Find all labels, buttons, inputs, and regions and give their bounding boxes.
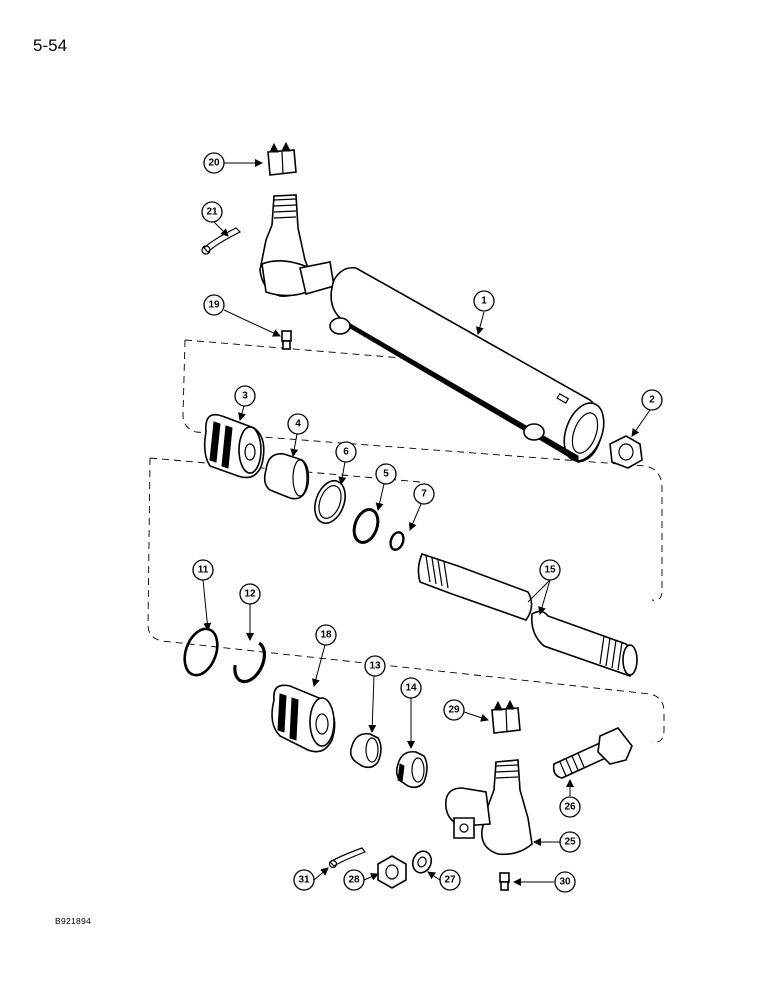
cotter-pin-lower: [328, 847, 366, 869]
page-number: 5-54: [33, 36, 68, 55]
svg-text:2: 2: [649, 395, 655, 406]
piston: [203, 413, 265, 479]
callout-26: 26: [559, 796, 581, 818]
callout-leaders: [202, 159, 651, 886]
bearing-ring: [263, 453, 310, 500]
tie-rod-end-lower: [445, 759, 533, 856]
svg-text:27: 27: [444, 875, 456, 886]
callout-19: 19: [203, 294, 225, 316]
wear-ring: [314, 479, 346, 525]
callout-15: 15: [539, 559, 561, 581]
callout-21: 21: [201, 201, 223, 223]
wiper-14: [395, 750, 428, 789]
svg-text:14: 14: [405, 683, 417, 694]
svg-text:4: 4: [295, 419, 301, 430]
grease-fitting-upper: [281, 330, 292, 350]
callout-5: 5: [375, 463, 397, 485]
castle-nut-lower: [491, 699, 521, 734]
retaining-ring-12: [233, 641, 266, 684]
castle-nut-top: [267, 141, 297, 176]
svg-text:30: 30: [559, 877, 571, 888]
hex-nut: [609, 435, 643, 469]
o-ring-7: [389, 531, 405, 551]
callout-12: 12: [239, 583, 261, 605]
svg-text:20: 20: [208, 158, 220, 169]
cylinder-tube: [329, 266, 605, 463]
cotter-pin-upper: [201, 227, 242, 255]
callout-20: 20: [203, 152, 225, 174]
callout-6: 6: [335, 441, 357, 463]
callout-18: 18: [315, 624, 337, 646]
callout-11: 11: [192, 559, 214, 581]
figure-code: B921894: [55, 916, 92, 926]
svg-text:6: 6: [343, 447, 349, 458]
svg-text:21: 21: [206, 207, 218, 218]
callout-1: 1: [473, 290, 495, 312]
callout-3: 3: [234, 385, 256, 407]
callout-4: 4: [287, 413, 309, 435]
svg-text:26: 26: [564, 802, 576, 813]
svg-text:12: 12: [244, 589, 256, 600]
callout-27: 27: [439, 869, 461, 891]
svg-text:7: 7: [421, 489, 427, 500]
lock-washer: [411, 850, 433, 874]
callout-29: 30: [554, 871, 576, 893]
hex-nut-lower: [377, 855, 407, 889]
svg-text:5: 5: [383, 469, 389, 480]
callout-2: 2: [641, 389, 663, 411]
assembly-dashed-outline-lower: [147, 457, 665, 743]
assembly-dashed-outline-upper: [182, 339, 663, 601]
piston-rod: [417, 553, 638, 678]
callout-28: 28: [343, 869, 365, 891]
callout-30: 29: [443, 699, 465, 721]
callout-31: 31: [293, 869, 315, 891]
svg-text:3: 3: [242, 391, 248, 402]
o-ring-5: [352, 508, 380, 544]
callout-14: 14: [400, 677, 422, 699]
svg-text:11: 11: [198, 565, 209, 576]
callout-13: 13: [364, 655, 386, 677]
svg-text:25: 25: [564, 837, 576, 848]
clamp-bolt: [552, 727, 633, 779]
svg-text:18: 18: [320, 630, 332, 641]
svg-text:1: 1: [481, 296, 487, 307]
svg-text:19: 19: [208, 300, 220, 311]
seal-13: [349, 732, 382, 769]
svg-text:28: 28: [348, 875, 360, 886]
snap-ring-11: [183, 627, 219, 677]
svg-text:29: 29: [448, 705, 460, 716]
tie-rod-end-upper: [259, 194, 335, 297]
gland: [271, 684, 336, 753]
callout-7: 7: [413, 483, 435, 505]
callout-25: 25: [559, 831, 581, 853]
svg-text:15: 15: [544, 565, 556, 576]
grease-fitting-lower: [499, 872, 510, 891]
svg-text:13: 13: [369, 661, 381, 672]
svg-text:31: 31: [298, 875, 310, 886]
